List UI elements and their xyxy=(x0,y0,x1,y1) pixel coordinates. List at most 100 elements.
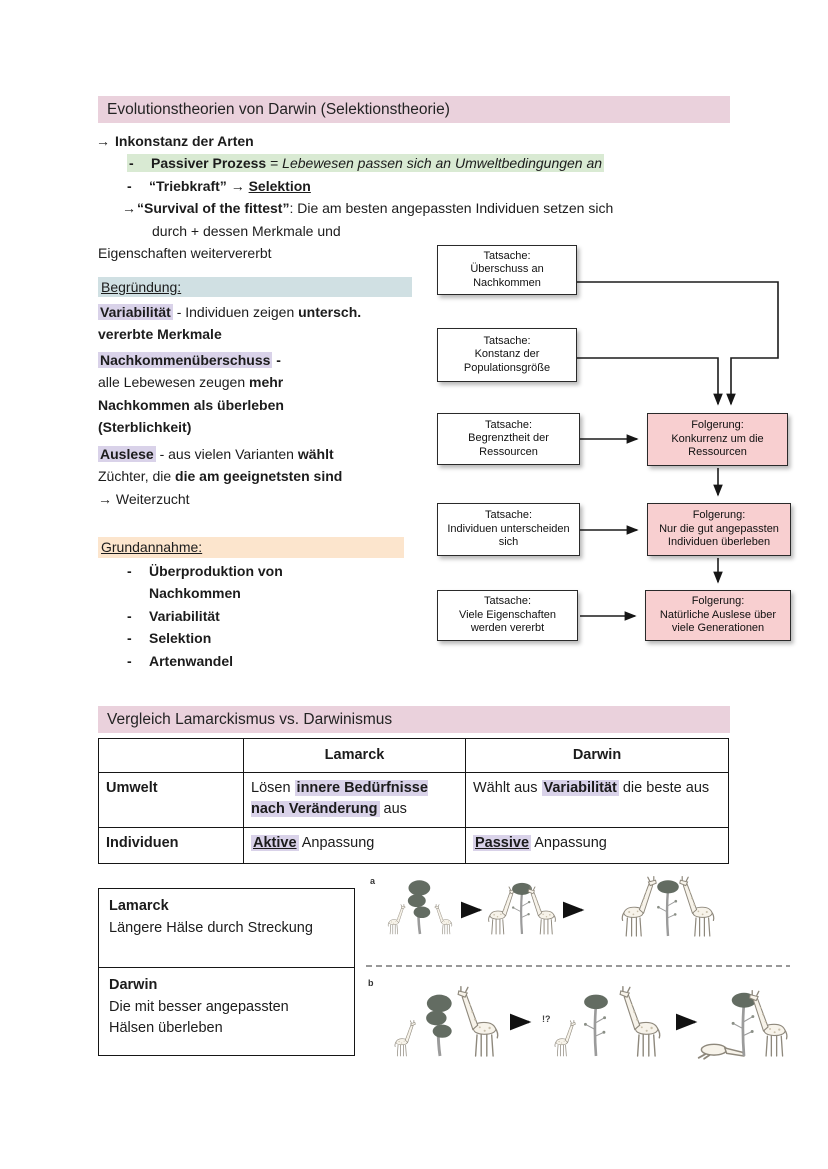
text-segment: die beste aus xyxy=(618,780,710,796)
flow-box-fact-5: Tatsache:Viele Eigenschaften werden vere… xyxy=(437,590,578,641)
flow-box-conclusion-1: Folgerung:Konkurrenz um die Ressourcen xyxy=(647,413,788,466)
figure-label-b: b xyxy=(368,978,374,988)
dash-marker: - xyxy=(127,630,132,647)
intro-line-5: durch + dessen Merkmale und xyxy=(152,222,341,239)
text-line: (Sterblichkeit) xyxy=(98,419,192,436)
text-segment: Anpassung xyxy=(298,835,375,851)
summary-darwin: Darwin Die mit besser angepassten Hälsen… xyxy=(99,967,354,1055)
dash-marker: - xyxy=(127,177,132,194)
green-highlight: -Passiver Prozess = Lebewesen passen sic… xyxy=(127,154,605,173)
flow-box-fact-1: Tatsache:Überschuss an Nachkommen xyxy=(437,245,577,295)
summary-darwin-title: Darwin xyxy=(109,977,158,993)
giraffe-evolution-figure: a b !? xyxy=(366,875,790,1060)
bold-segment: die am geeignetsten sind xyxy=(175,468,343,485)
flow-box-body: Überschuss an Nachkommen xyxy=(470,263,544,289)
flow-box-body: Natürliche Auslese über viele Generation… xyxy=(659,608,777,635)
text-segment: alle Lebewesen zeugen xyxy=(98,374,250,391)
lamarck-stage-1 xyxy=(387,878,453,936)
text-segment: Wählt aus xyxy=(473,780,542,796)
text-segment: Züchter, die xyxy=(98,468,176,485)
flow-box-conclusion-3: Folgerung:Natürliche Auslese über viele … xyxy=(645,590,791,641)
flow-box-body: Individuen unterscheiden sich xyxy=(447,522,570,549)
arrow-marker: → xyxy=(96,133,110,149)
page-title: Evolutionstheorien von Darwin (Selektion… xyxy=(98,96,730,123)
cell-individuen-darwin: Passive Anpassung xyxy=(465,827,729,864)
text-segment: - Individuen zeigen xyxy=(172,304,299,320)
intro-line-4: → “Survival of the fittest”: Die am best… xyxy=(96,197,766,219)
intro-line-1: → Inkonstanz der Arten xyxy=(96,130,766,152)
dash-marker: - xyxy=(129,155,134,172)
flow-box-title: Tatsache: xyxy=(484,509,533,522)
cell-umwelt-darwin: Wählt aus Variabilität die beste aus xyxy=(465,772,729,828)
intro-line-4-rest: : Die am besten angepassten Individuen s… xyxy=(289,200,614,217)
intro-line-3-underline: Selektion xyxy=(248,177,311,194)
intro-line-2: -Passiver Prozess = Lebewesen passen sic… xyxy=(96,152,766,174)
summary-darwin-text: Die mit besser angepassten xyxy=(109,998,289,1015)
intro-line-3-bold: “Triebkraft” xyxy=(149,177,227,194)
highlighted-term: Auslese xyxy=(98,446,156,462)
darwin-stage-2: !? xyxy=(542,986,661,1058)
flow-box-title: Tatsache: xyxy=(483,595,532,608)
flow-box-body: Viele Eigenschaften werden vererbt xyxy=(458,608,557,635)
intro-line-4-bold: “Survival of the fittest” xyxy=(137,200,290,217)
darwin-stage-1 xyxy=(394,986,499,1058)
arrow-marker: → xyxy=(122,200,136,217)
text-segment: - xyxy=(272,352,281,368)
flow-box-title: Folgerung: xyxy=(692,509,746,522)
bold-segment: mehr xyxy=(249,374,284,391)
flow-box-title: Folgerung: xyxy=(691,595,745,608)
text-line: → Weiterzucht xyxy=(98,490,190,507)
list-item: -Überproduktion von Nachkommen xyxy=(96,560,376,605)
cell-individuen-lamarck: Aktive Anpassung xyxy=(243,827,466,864)
figure-label-a: a xyxy=(370,876,376,886)
page-title-text: Evolutionstheorien von Darwin (Selektion… xyxy=(107,101,450,118)
row-label: Umwelt xyxy=(98,772,244,828)
intro-section: → Inkonstanz der Arten -Passiver Prozess… xyxy=(96,130,766,264)
flowchart-arrows xyxy=(577,281,779,621)
summary-lamarck-text: Längere Hälse durch Streckung xyxy=(109,919,313,936)
begruendung-p1: Variabilität - Individuen zeigen untersc… xyxy=(98,301,438,346)
list-item: -Artenwandel xyxy=(96,650,376,672)
dash-marker: - xyxy=(127,607,132,624)
summary-lamarck-title: Lamarck xyxy=(109,898,169,914)
flow-box-body: Nur die gut angepassten Individuen überl… xyxy=(659,522,779,549)
lamarck-stage-3 xyxy=(621,875,715,938)
dash-marker: - xyxy=(127,563,132,579)
list-item: -Selektion xyxy=(96,627,376,649)
flow-box-title: Tatsache: xyxy=(484,418,533,431)
flow-box-body: Begrenztheit der Ressourcen xyxy=(468,432,549,458)
darwin-stage-3 xyxy=(697,989,788,1060)
flow-box-title: Tatsache: xyxy=(483,249,531,262)
intro-line-2-eq: = xyxy=(266,155,283,172)
list-item: -Variabilität xyxy=(96,605,376,627)
intro-line-2-italic: Lebewesen passen sich an Umweltbedingung… xyxy=(282,155,603,172)
table-header-lamarck: Lamarck xyxy=(243,738,466,773)
bold-segment: wählt xyxy=(297,446,334,462)
flow-box-title: Tatsache: xyxy=(483,334,531,347)
flow-box-conclusion-2: Folgerung:Nur die gut angepassten Indivi… xyxy=(647,503,791,556)
lamarck-stage-2 xyxy=(488,881,556,936)
begruendung-p3: Auslese - aus vielen Varianten wählt Züc… xyxy=(98,443,438,510)
highlighted-term: Nachkommenüberschuss xyxy=(98,352,273,368)
table-header-row: Lamarck Darwin xyxy=(98,738,729,773)
summary-lamarck: Lamarck Längere Hälse durch Streckung xyxy=(99,889,354,967)
dash-marker: - xyxy=(127,652,132,669)
flow-box-fact-2: Tatsache:Konstanz der Populationsgröße xyxy=(437,328,577,382)
text-segment: aus xyxy=(379,801,407,817)
begruendung-heading: Begründung: xyxy=(98,277,412,297)
flow-box-fact-4: Tatsache:Individuen unterscheiden sich xyxy=(437,503,580,556)
text-line: vererbte Merkmale xyxy=(98,326,222,343)
intro-line-1-text: Inkonstanz der Arten xyxy=(115,133,254,149)
intro-line-3: -“Triebkraft” → Selektion xyxy=(96,175,766,197)
intro-line-2-bold: Passiver Prozess xyxy=(151,155,267,172)
arrow-glyph: → xyxy=(226,177,249,194)
cell-umwelt-lamarck: Lösen innere Bedürfnisse nach Veränderun… xyxy=(243,772,466,828)
confused-giraffe-label: !? xyxy=(542,1014,551,1024)
flowchart: Tatsache:Überschuss an Nachkommen Tatsac… xyxy=(430,238,798,650)
comparison-table: Lamarck Darwin Umwelt Lösen innere Bedür… xyxy=(98,738,729,864)
text-segment: - aus vielen Varianten xyxy=(155,446,298,462)
table-header-darwin: Darwin xyxy=(465,738,729,773)
highlighted-term: Variabilität xyxy=(541,780,619,796)
highlighted-term: Aktive xyxy=(251,835,299,851)
